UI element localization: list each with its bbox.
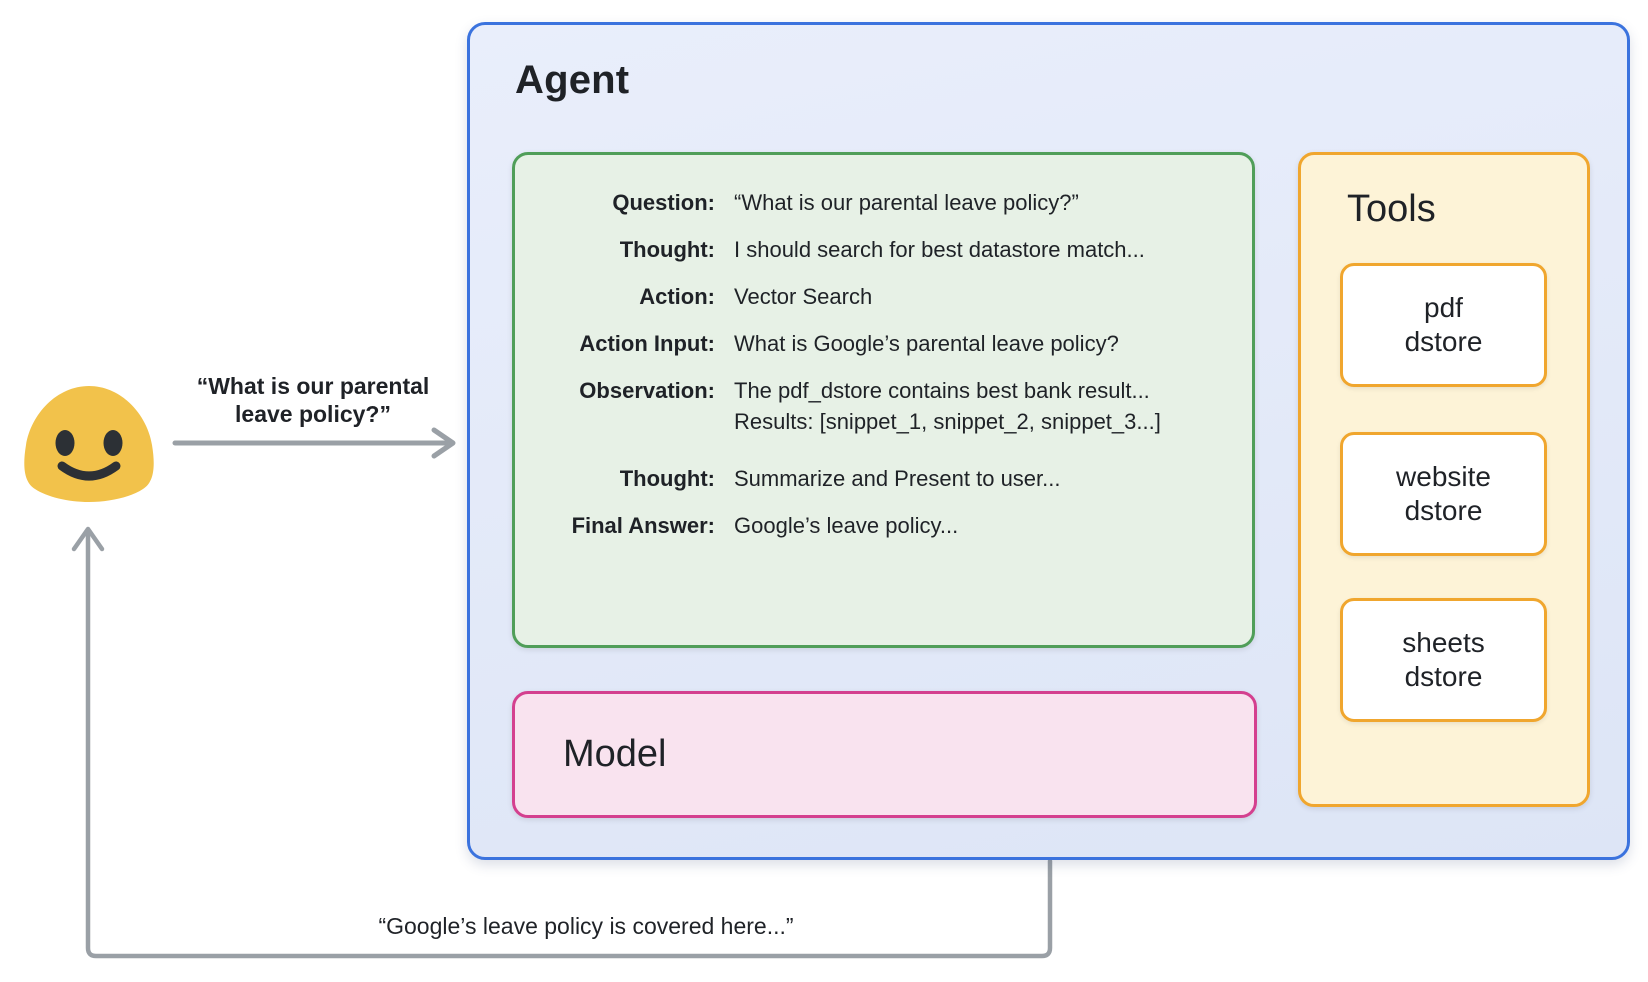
trace-row-final-answer: Final Answer: Google’s leave policy... bbox=[512, 510, 1255, 541]
trace-value: What is Google’s parental leave policy? bbox=[734, 331, 1119, 356]
trace-label: Thought: bbox=[619, 237, 715, 262]
request-arrow bbox=[172, 427, 456, 459]
trace-label: Thought: bbox=[619, 466, 715, 491]
model-title: Model bbox=[563, 733, 667, 775]
request-label: “What is our parental leave policy?” bbox=[196, 373, 430, 427]
emoji-right-eye bbox=[103, 430, 123, 456]
agent-title: Agent bbox=[515, 58, 630, 102]
trace-content: Question: “What is our parental leave po… bbox=[512, 187, 1255, 557]
trace-row-question: Question: “What is our parental leave po… bbox=[512, 187, 1255, 218]
model-box: Model bbox=[512, 691, 1257, 818]
trace-label: Final Answer: bbox=[571, 513, 715, 538]
tool-pdf-dstore: pdf dstore bbox=[1340, 263, 1547, 387]
trace-value: Summarize and Present to user... bbox=[734, 466, 1061, 491]
trace-label: Action: bbox=[639, 284, 715, 309]
trace-value: The pdf_dstore contains best bank result… bbox=[734, 378, 1161, 434]
emoji-smile bbox=[57, 461, 121, 481]
trace-value: Vector Search bbox=[734, 284, 873, 309]
trace-box bbox=[512, 152, 1255, 648]
tools-title: Tools bbox=[1347, 188, 1436, 230]
trace-label: Observation: bbox=[579, 378, 715, 403]
trace-row-thought-1: Thought: I should search for best datast… bbox=[512, 234, 1255, 265]
trace-row-thought-2: Thought: Summarize and Present to user..… bbox=[512, 463, 1255, 494]
emoji-left-eye bbox=[55, 430, 75, 456]
trace-row-observation: Observation: The pdf_dstore contains bes… bbox=[512, 375, 1255, 437]
tool-website-dstore: website dstore bbox=[1340, 432, 1547, 556]
trace-value: Google’s leave policy... bbox=[734, 513, 959, 538]
trace-value: “What is our parental leave policy?” bbox=[734, 190, 1079, 215]
user-emoji bbox=[24, 386, 154, 502]
trace-label: Question: bbox=[612, 190, 715, 215]
trace-row-action-input: Action Input: What is Google’s parental … bbox=[512, 328, 1255, 359]
tool-sheets-dstore: sheets dstore bbox=[1340, 598, 1547, 722]
trace-row-action: Action: Vector Search bbox=[512, 281, 1255, 312]
trace-label: Action Input: bbox=[579, 331, 715, 356]
emoji-face bbox=[24, 386, 154, 502]
trace-value: I should search for best datastore match… bbox=[734, 237, 1145, 262]
response-label: “Google’s leave policy is covered here..… bbox=[378, 913, 794, 939]
